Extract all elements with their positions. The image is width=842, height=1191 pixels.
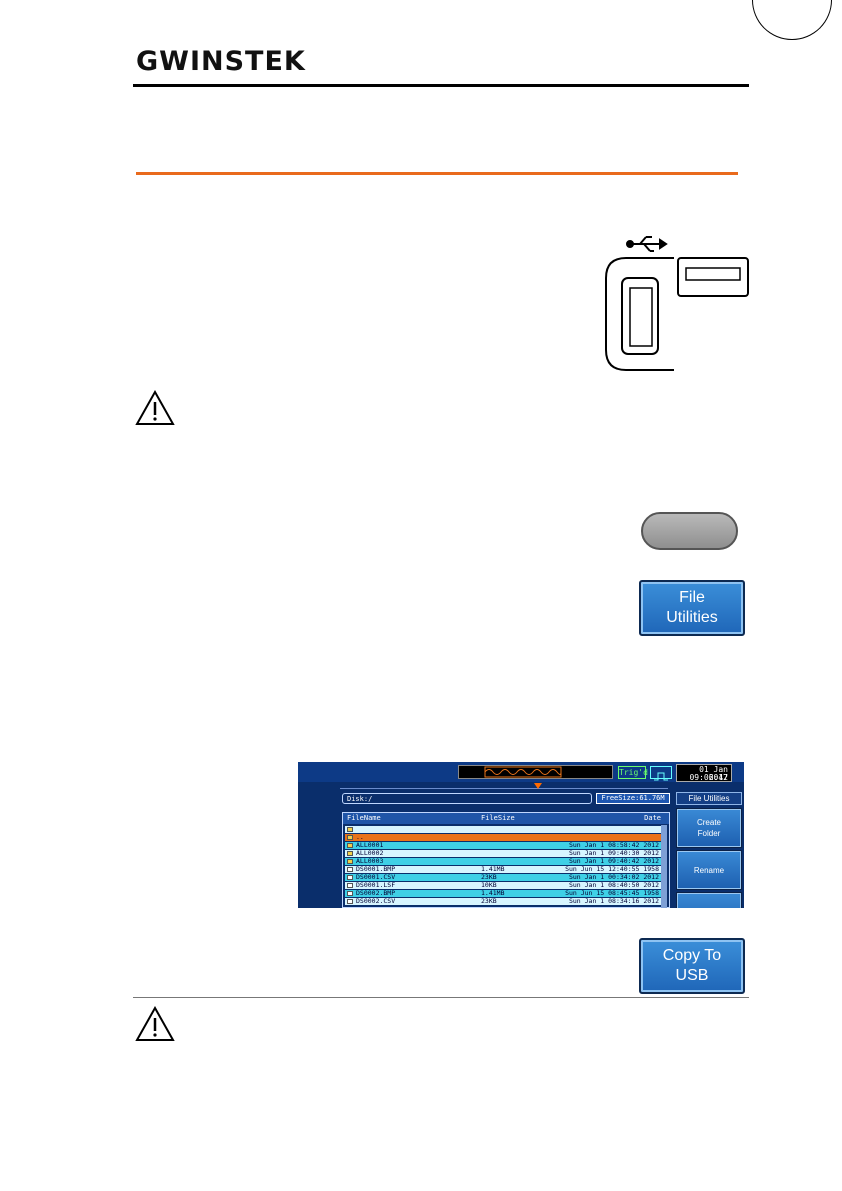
file-row[interactable]: DS0001.CSV 23KB Sun Jan 1 00:34:02 2012	[345, 874, 661, 881]
header-rule	[133, 84, 749, 87]
file-name: ALL0001	[356, 842, 384, 849]
usb-plug	[677, 257, 749, 297]
file-row[interactable]	[345, 826, 661, 833]
utility-key[interactable]	[641, 512, 738, 550]
section-rule	[136, 172, 738, 175]
page-tab	[752, 0, 832, 40]
folder-icon	[347, 851, 353, 856]
rename-label: Rename	[693, 865, 725, 875]
file-icon	[347, 875, 353, 880]
file-icon	[347, 867, 353, 872]
free-size: FreeSize:61.76M	[596, 793, 670, 804]
file-date: Sun Jan 1 08:58:42 2012	[568, 842, 659, 849]
file-date: Sun Jan 1 00:34:02 2012	[568, 874, 659, 881]
file-size: 1.41MB	[481, 866, 505, 873]
file-utilities-label-2: Utilities	[666, 609, 718, 626]
disk-path: Disk:/	[342, 793, 592, 804]
folder-icon	[347, 827, 353, 832]
file-row[interactable]: ..	[345, 834, 661, 841]
caution-icon-2	[135, 1006, 175, 1041]
folder-icon	[347, 843, 353, 848]
file-row[interactable]: DS0001.LSF 10KB Sun Jan 1 08:40:50 2012	[345, 882, 661, 889]
copy-to-usb-label-1: Copy To	[662, 947, 722, 964]
trigger-marker-icon	[534, 783, 542, 789]
usb-port-illustration	[605, 236, 749, 371]
usb-port-vertical	[621, 277, 659, 355]
file-size: 23KB	[481, 874, 497, 881]
file-size: 1.41MB	[481, 890, 505, 897]
file-icon	[347, 883, 353, 888]
file-icon	[347, 899, 353, 904]
time-ruler	[340, 782, 668, 789]
col-filename: FileName	[347, 814, 381, 822]
rename-key[interactable]: Rename	[676, 850, 742, 890]
file-row[interactable]: DS0002.CSV 23KB Sun Jan 1 08:34:16 2012	[345, 898, 661, 905]
file-name: DS0001.CSV	[356, 874, 396, 881]
waveform-overview	[458, 765, 613, 779]
file-row[interactable]: DS0002.BMP 1.41MB Sun Jun 15 08:45:45 1958	[345, 890, 661, 897]
note-rule	[133, 997, 749, 998]
file-date: Sun Jun 15 12:40:55 1958	[565, 866, 659, 873]
file-list-header: FileName FileSize Date	[343, 813, 669, 824]
scope-date: 01 Jan 2012	[676, 764, 732, 782]
copy-to-usb-button[interactable]: Copy To USB	[639, 938, 745, 994]
scope-screen: Trig'd 01 Jan 2012 09:06:47 Disk:/ FreeS…	[298, 762, 744, 908]
col-date: Date	[644, 814, 661, 822]
file-date: Sun Jan 1 08:34:16 2012	[568, 898, 659, 905]
scope-time: 09:06:47	[689, 773, 728, 782]
file-size: 23KB	[481, 898, 497, 905]
file-utilities-button[interactable]: File Utilities	[639, 580, 745, 636]
file-date: Sun Jan 1 09:40:42 2012	[568, 858, 659, 865]
file-utilities-label-1: File	[679, 589, 705, 606]
col-filesize: FileSize	[481, 814, 515, 822]
file-name: DS0002.CSV	[356, 898, 396, 905]
folder-icon	[347, 859, 353, 864]
file-row[interactable]: DS0001.BMP 1.41MB Sun Jun 15 12:40:55 1958	[345, 866, 661, 873]
create-folder-label-2: Folder	[697, 829, 721, 838]
create-folder-label-1: Create	[696, 818, 721, 827]
panel-outline	[605, 257, 674, 371]
file-list-scrollbar[interactable]	[661, 825, 667, 908]
create-folder-key[interactable]: Create Folder	[676, 808, 742, 848]
copy-to-usb-label-2: USB	[675, 967, 709, 984]
menu-title: File Utilities	[676, 792, 742, 805]
usb-icon	[626, 236, 668, 252]
file-date: Sun Jun 15 08:45:45 1958	[565, 890, 659, 897]
file-row[interactable]: ALL0002 Sun Jan 1 09:40:30 2012	[345, 850, 661, 857]
file-size: 10KB	[481, 882, 497, 889]
file-date: Sun Jan 1 08:40:50 2012	[568, 882, 659, 889]
file-name: DS0001.BMP	[356, 866, 396, 873]
file-date: Sun Jan 1 09:40:30 2012	[568, 850, 659, 857]
file-row[interactable]: ALL0003 Sun Jan 1 09:40:42 2012	[345, 858, 661, 865]
file-name: ALL0002	[356, 850, 384, 857]
file-icon	[347, 891, 353, 896]
file-name: ALL0003	[356, 858, 384, 865]
file-row[interactable]: ALL0001 Sun Jan 1 08:58:42 2012	[345, 842, 661, 849]
brand-logo: GWINSTEK	[136, 46, 306, 77]
folder-icon	[347, 835, 353, 840]
trigger-status: Trig'd	[618, 766, 648, 779]
file-name: DS0001.LSF	[356, 882, 396, 889]
caution-icon	[135, 390, 175, 425]
file-name: DS0002.BMP	[356, 890, 396, 897]
delete-key[interactable]	[676, 892, 742, 908]
trigger-edge-icon	[650, 766, 672, 781]
file-name: ..	[356, 834, 364, 841]
